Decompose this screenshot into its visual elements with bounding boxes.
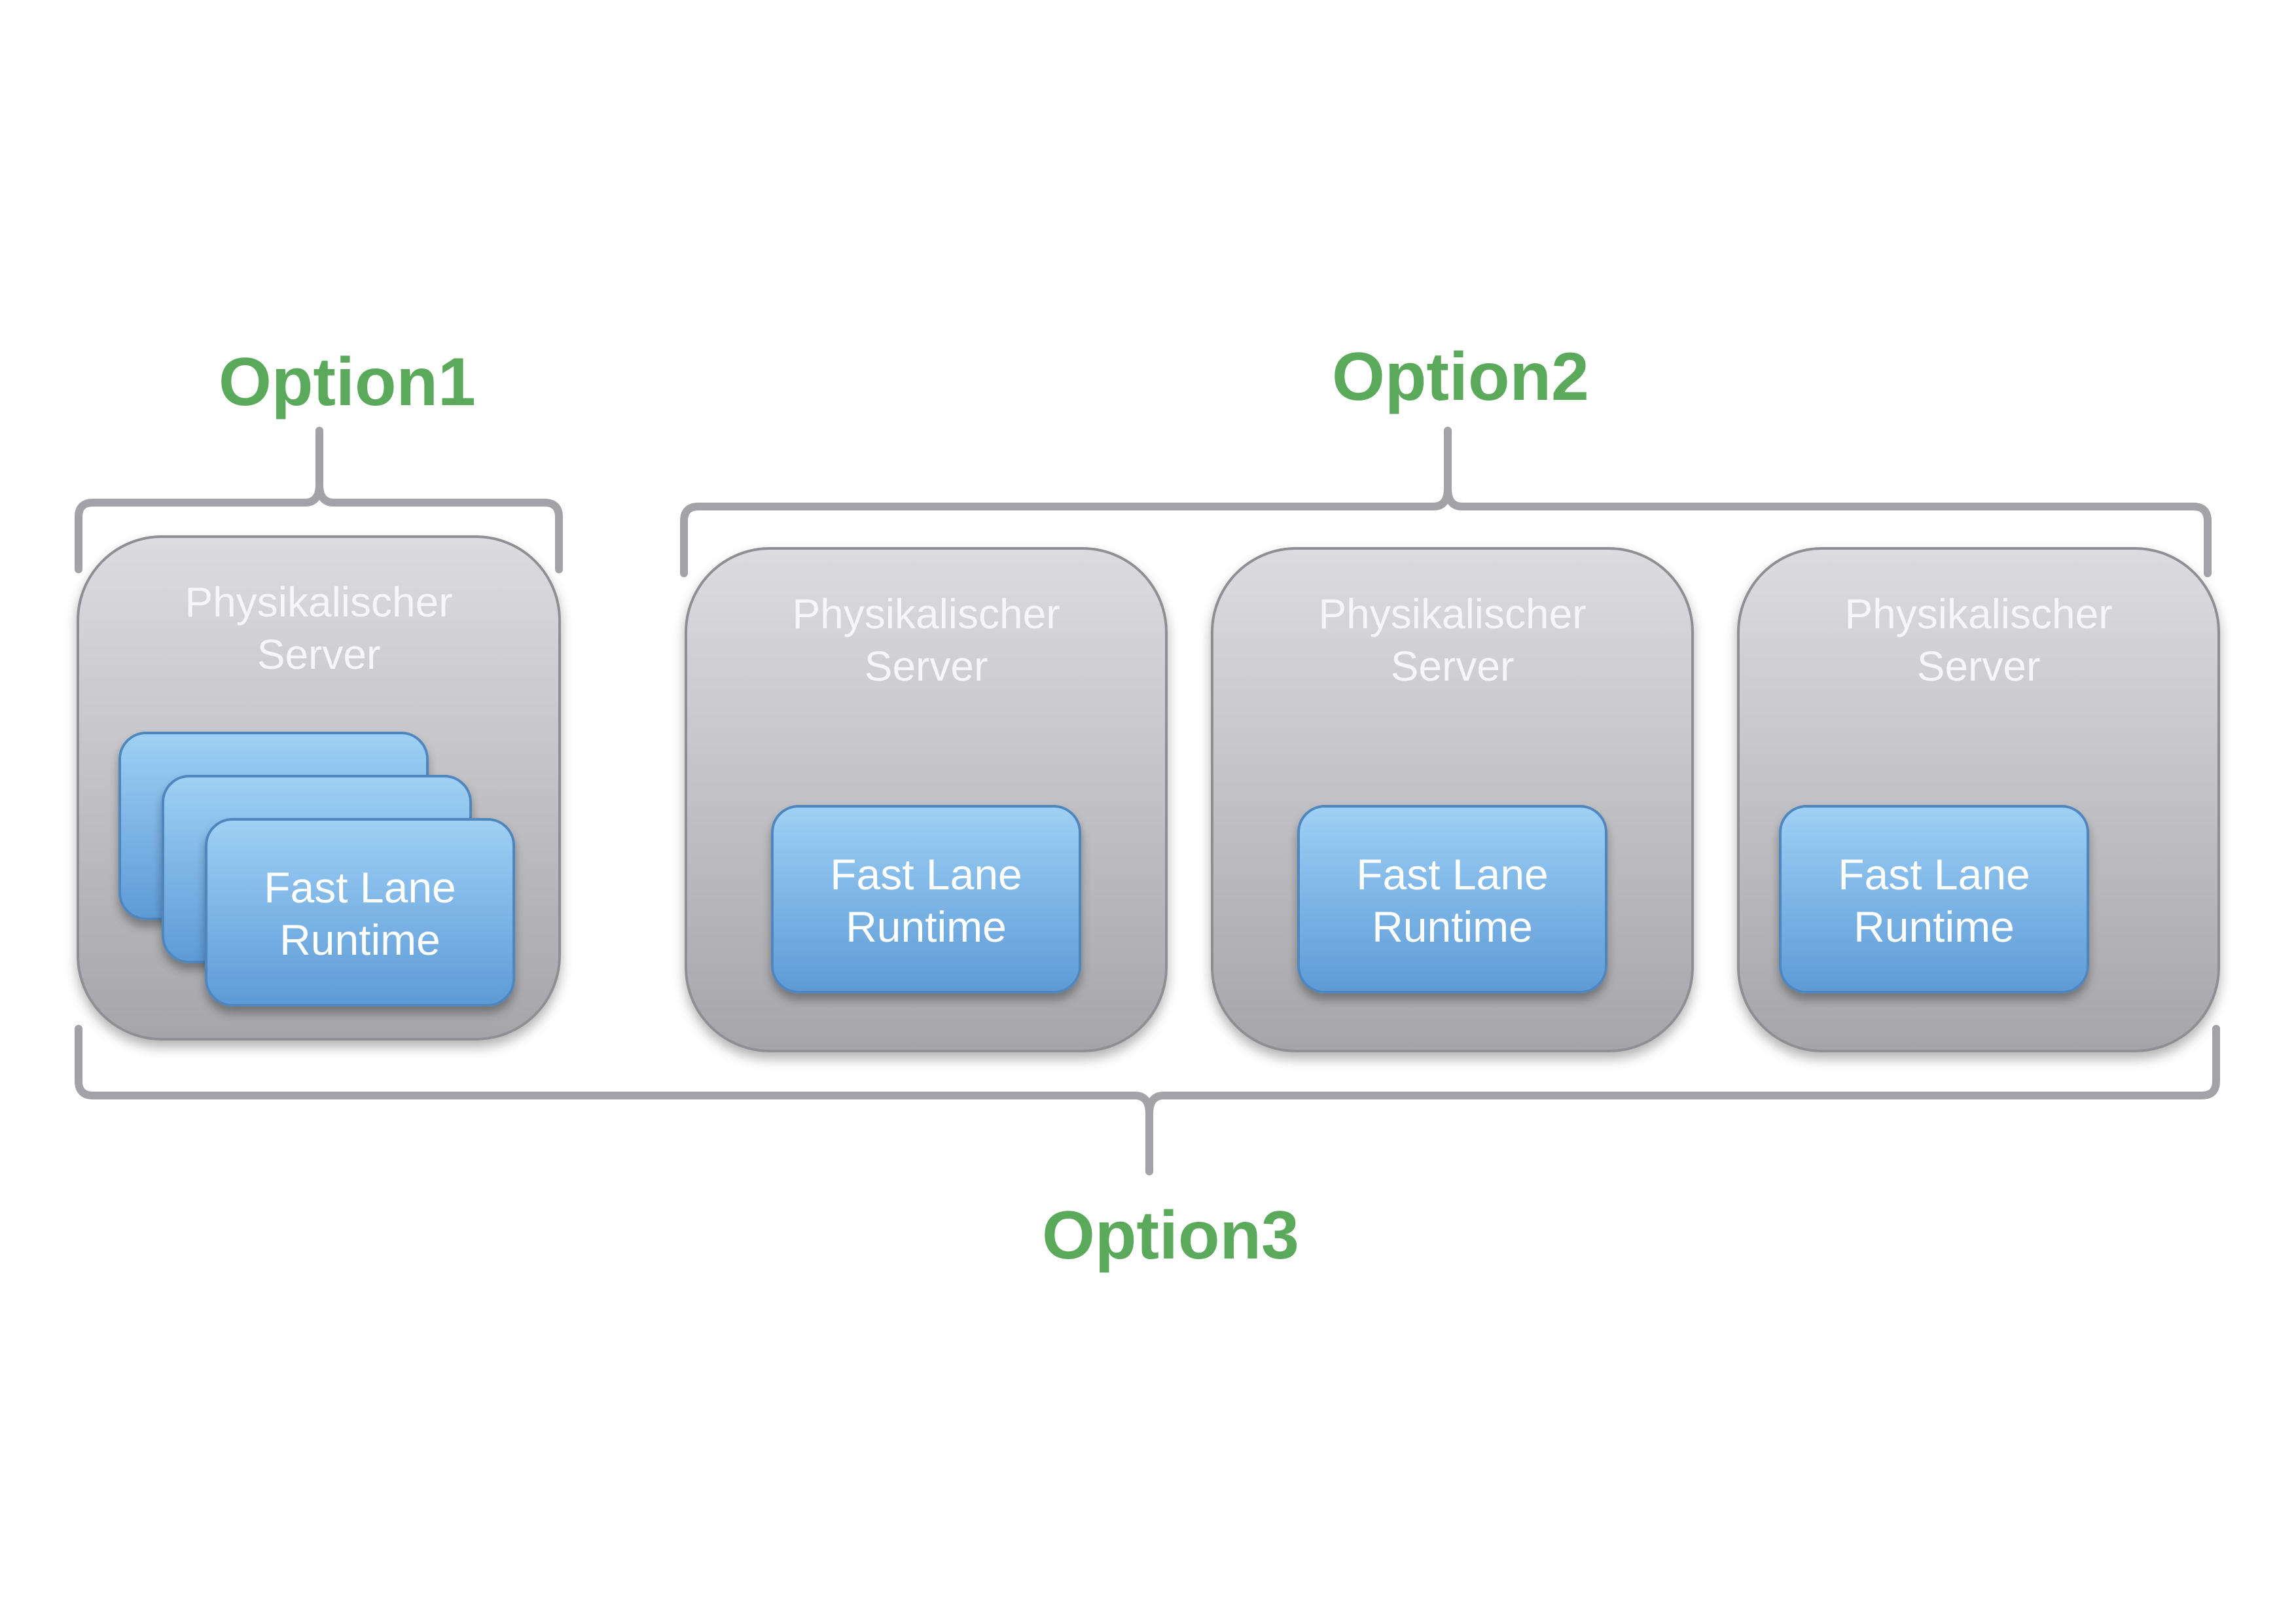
option1-brace <box>75 427 563 573</box>
option1-label: Option1 <box>219 344 476 420</box>
runtime-box: Fast Lane Runtime <box>1779 805 2089 993</box>
runtime-label: Fast Lane Runtime <box>1356 850 1549 951</box>
server-label: Physikalischer Server <box>1318 590 1587 690</box>
option2-label: Option2 <box>1332 339 1589 415</box>
option2-brace <box>680 427 2212 577</box>
physical-server-4: Physikalischer Server Fast Lane Runtime <box>1737 547 2220 1052</box>
runtime-label: Fast Lane Runtime <box>1838 850 2030 951</box>
server-label: Physikalischer Server <box>792 590 1060 690</box>
physical-server-2: Physikalischer Server Fast Lane Runtime <box>685 547 1168 1052</box>
runtime-box: Fast Lane Runtime <box>1297 805 1607 993</box>
runtime-box: Fast Lane Runtime <box>205 818 515 1007</box>
runtime-label: Fast Lane Runtime <box>264 863 456 964</box>
server-label: Physikalischer Server <box>1844 590 2113 690</box>
physical-server-1: Physikalischer Server Fast Lane Runtime <box>77 535 561 1041</box>
runtime-label: Fast Lane Runtime <box>830 850 1022 951</box>
option3-brace <box>75 1025 2220 1175</box>
server-label: Physikalischer Server <box>185 579 453 678</box>
option3-label: Option3 <box>1042 1198 1299 1274</box>
physical-server-3: Physikalischer Server Fast Lane Runtime <box>1211 547 1694 1052</box>
runtime-box: Fast Lane Runtime <box>771 805 1081 993</box>
